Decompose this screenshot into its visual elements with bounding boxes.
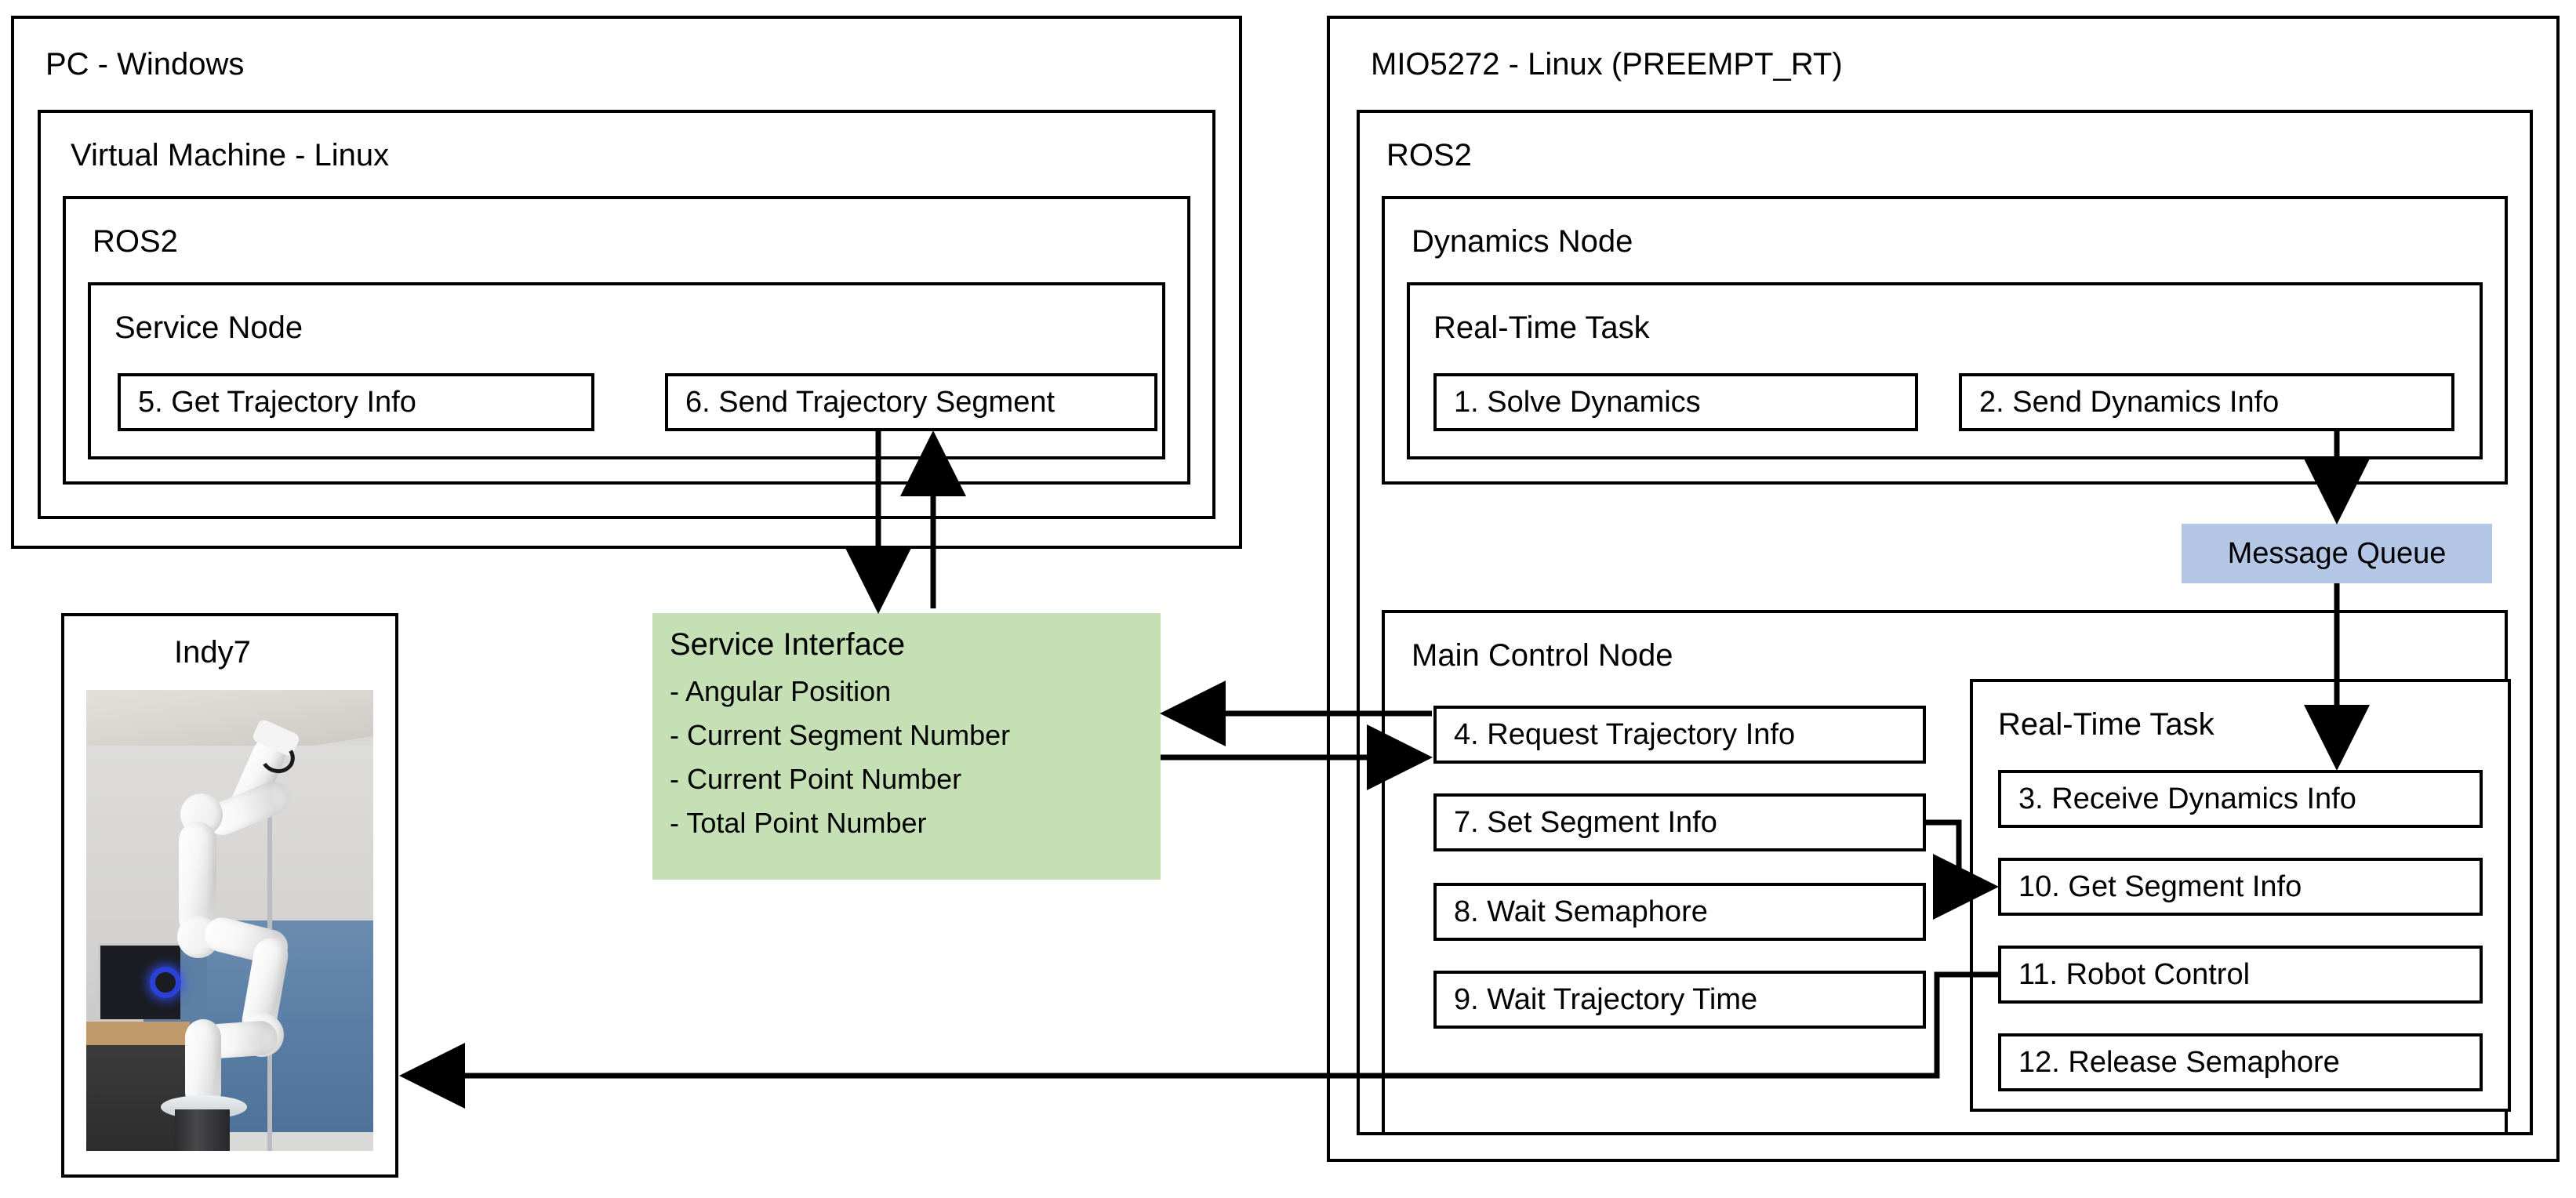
panel-mio-ros2-title: ROS2	[1386, 138, 1472, 172]
photo-desk-body	[86, 1044, 190, 1151]
panel-service-node	[88, 282, 1165, 459]
panel-indy7-title: Indy7	[174, 635, 251, 670]
task-send-trajectory-segment[interactable]: 6. Send Trajectory Segment	[665, 373, 1157, 431]
task-get-segment-info[interactable]: 10. Get Segment Info	[1998, 858, 2483, 916]
service-interface-box: Service Interface - Angular Position - C…	[652, 613, 1161, 880]
panel-control-rt-task-title: Real-Time Task	[1998, 707, 2214, 742]
task-wait-semaphore[interactable]: 8. Wait Semaphore	[1433, 883, 1926, 941]
panel-mio5272-title: MIO5272 - Linux (PREEMPT_RT)	[1371, 47, 1843, 82]
task-robot-control[interactable]: 11. Robot Control	[1998, 946, 2483, 1004]
panel-pc-windows-title: PC - Windows	[45, 47, 245, 82]
photo-robot-pedestal	[175, 1109, 230, 1151]
panel-dynamics-node-title: Dynamics Node	[1412, 224, 1633, 259]
service-interface-item-angular-position: - Angular Position	[670, 675, 892, 707]
message-queue-box: Message Queue	[2182, 524, 2492, 583]
task-get-trajectory-info[interactable]: 5. Get Trajectory Info	[118, 373, 594, 431]
service-interface-item-current-segment-number: - Current Segment Number	[670, 719, 1011, 751]
panel-main-control-node-title: Main Control Node	[1412, 638, 1673, 673]
task-release-semaphore[interactable]: 12. Release Semaphore	[1998, 1033, 2483, 1091]
panel-virtual-machine-title: Virtual Machine - Linux	[71, 138, 390, 172]
task-send-dynamics-info[interactable]: 2. Send Dynamics Info	[1959, 373, 2454, 431]
indy7-robot-photo	[86, 690, 373, 1151]
task-solve-dynamics[interactable]: 1. Solve Dynamics	[1433, 373, 1918, 431]
panel-service-node-title: Service Node	[114, 310, 303, 345]
task-wait-trajectory-time[interactable]: 9. Wait Trajectory Time	[1433, 971, 1926, 1029]
panel-dynamics-rt-task-title: Real-Time Task	[1433, 310, 1650, 345]
photo-robot-base-column	[185, 1019, 221, 1110]
task-request-trajectory-info[interactable]: 4. Request Trajectory Info	[1433, 706, 1926, 764]
service-interface-title: Service Interface	[670, 627, 906, 662]
panel-vm-ros2-title: ROS2	[93, 224, 178, 259]
task-set-segment-info[interactable]: 7. Set Segment Info	[1433, 793, 1926, 851]
task-receive-dynamics-info[interactable]: 3. Receive Dynamics Info	[1998, 770, 2483, 828]
service-interface-item-current-point-number: - Current Point Number	[670, 763, 962, 795]
photo-led-ring	[149, 966, 181, 998]
service-interface-item-total-point-number: - Total Point Number	[670, 807, 927, 839]
photo-desk-top	[86, 1022, 190, 1050]
panel-dynamics-rt-task	[1407, 282, 2483, 459]
